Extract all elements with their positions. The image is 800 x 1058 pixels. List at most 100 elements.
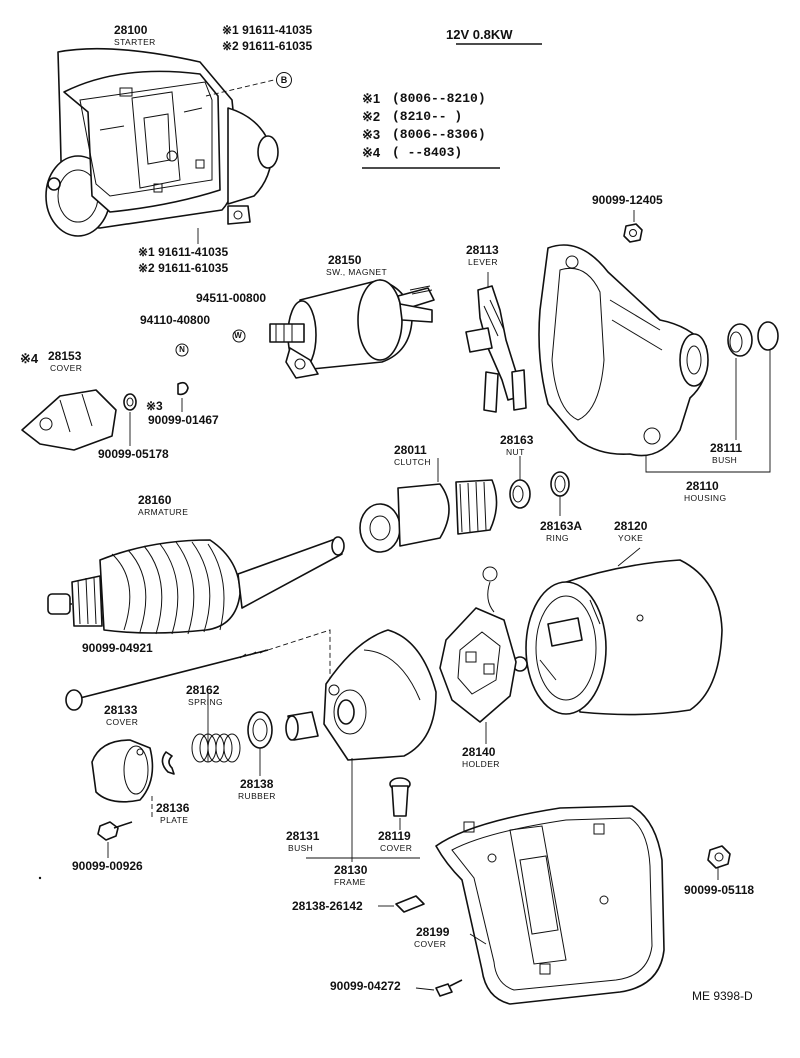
cover-28119-drawing	[389, 777, 411, 817]
armature-drawing	[47, 536, 345, 635]
cover-28153-name: COVER	[50, 363, 83, 373]
washer-w-drawing	[232, 329, 246, 343]
bolt-04921-part-number: 90099-04921	[82, 641, 153, 655]
holder-name: HOLDER	[462, 759, 500, 769]
frame-drawing	[323, 629, 437, 761]
washer-w-ref: W	[234, 331, 242, 340]
clutch-drawing	[359, 479, 498, 553]
variant-1-mark: ※1	[362, 91, 381, 106]
armature-name: ARMATURE	[138, 507, 189, 517]
cover-28199-part-number: 28199	[416, 925, 450, 939]
part-05178-number: 90099-05178	[98, 447, 169, 461]
through-bolt-drawing	[65, 649, 269, 711]
lever-name: LEVER	[468, 257, 498, 267]
nut-28163-drawing	[509, 479, 531, 509]
housing-drawing	[538, 244, 709, 457]
bush-28111-drawing	[727, 323, 753, 357]
washer-w-part-number: 94511-00800	[196, 291, 267, 305]
part-26142-drawing	[395, 895, 425, 913]
bush-28111-part-number: 28111	[710, 441, 743, 455]
yoke-part-number: 28120	[614, 519, 648, 533]
variant-2-range: (8210-- )	[392, 109, 463, 124]
lever-part-number: 28113	[466, 243, 499, 257]
rubber-part-number: 28138	[240, 777, 274, 791]
rubber-name: RUBBER	[238, 791, 276, 801]
nut-n-drawing	[175, 343, 189, 357]
spring-part-number: 28162	[186, 683, 220, 697]
variant-1-range: (8006--8210)	[392, 91, 486, 106]
spring-drawing	[191, 733, 241, 763]
ref-b-callout: B	[276, 72, 292, 88]
magnet-switch-drawing	[269, 279, 435, 379]
figure-reference: ME 9398-D	[692, 989, 753, 1003]
plate-part-number: 28136	[156, 801, 190, 815]
cover-28119-name: COVER	[380, 843, 413, 853]
nut-05118-drawing	[707, 845, 731, 869]
plate-drawing	[161, 751, 175, 775]
lower-bolt-variant-1: ※1 91611-41035	[138, 245, 229, 259]
holder-drawing	[439, 566, 517, 723]
cover-28133-part-number: 28133	[104, 703, 138, 717]
top-bolt-variant-2: ※2 91611-61035	[222, 39, 313, 53]
bush-28131-name: BUSH	[288, 843, 314, 853]
cover-28153-drawing	[21, 389, 117, 451]
frame-part-number: 28130	[334, 863, 368, 877]
part-01467-number: 90099-01467	[148, 413, 219, 427]
ring-part-number: 28163A	[540, 519, 583, 533]
housing-part-number: 28110	[686, 479, 719, 493]
screw-00926-drawing	[97, 821, 133, 841]
starter-name: STARTER	[114, 37, 156, 47]
cover-28133-name: COVER	[106, 717, 139, 727]
yoke-drawing	[512, 559, 723, 716]
screw-04272-drawing	[435, 979, 463, 997]
ring-name: RING	[546, 533, 569, 543]
washer-05178-drawing	[123, 393, 137, 411]
magnet-part-number: 28150	[328, 253, 362, 267]
cover-28133-drawing	[91, 739, 154, 803]
rubber-drawing	[247, 711, 273, 749]
cover-28199-name: COVER	[414, 939, 447, 949]
nut-n-ref: N	[179, 345, 185, 354]
clutch-part-number: 28011	[394, 443, 427, 457]
cover-28153-mark: ※4	[20, 351, 39, 366]
clutch-name: CLUTCH	[394, 457, 431, 467]
cover-28153-part-number: 28153	[48, 349, 82, 363]
part-01467-mark: ※3	[146, 399, 163, 413]
nut-12405-drawing	[623, 223, 643, 243]
plate-name: PLATE	[160, 815, 189, 825]
spec-title: 12V 0.8KW	[446, 27, 513, 42]
part-26142-number: 28138-26142	[292, 899, 363, 913]
nut-05118-part-number: 90099-05118	[684, 883, 755, 897]
clip-01467-drawing	[177, 381, 189, 396]
holder-part-number: 28140	[462, 745, 496, 759]
bush-28131-part-number: 28131	[286, 829, 320, 843]
yoke-name: YOKE	[618, 533, 644, 543]
variant-4-range: ( --8403)	[392, 145, 463, 160]
cover-28119-part-number: 28119	[378, 829, 411, 843]
housing-name: HOUSING	[684, 493, 727, 503]
bush-cap-drawing	[757, 321, 779, 351]
ring-drawing	[550, 471, 570, 497]
variant-3-range: (8006--8306)	[392, 127, 486, 142]
frame-name: FRAME	[334, 877, 366, 887]
magnet-name: SW., MAGNET	[326, 267, 388, 277]
variant-4-mark: ※4	[362, 145, 381, 160]
cover-28199-drawing	[435, 805, 665, 1005]
armature-part-number: 28160	[138, 493, 172, 507]
nut-12405-part-number: 90099-12405	[592, 193, 663, 207]
variant-2-mark: ※2	[362, 109, 381, 124]
nut-n-part-number: 94110-40800	[140, 313, 211, 327]
lower-bolt-variant-2: ※2 91611-61035	[138, 261, 229, 275]
screw-00926-part-number: 90099-00926	[72, 859, 143, 873]
spring-name: SPRING	[188, 697, 223, 707]
starter-part-number: 28100	[114, 23, 148, 37]
variant-3-mark: ※3	[362, 127, 381, 142]
starter-assembly-drawing	[45, 47, 279, 237]
nut-28163-part-number: 28163	[500, 433, 534, 447]
bush-28131-drawing	[285, 711, 319, 741]
lever-drawing	[465, 285, 527, 413]
top-bolt-variant-1: ※1 91611-41035	[222, 23, 313, 37]
bush-28111-name: BUSH	[712, 455, 738, 465]
nut-28163-name: NUT	[506, 447, 525, 457]
